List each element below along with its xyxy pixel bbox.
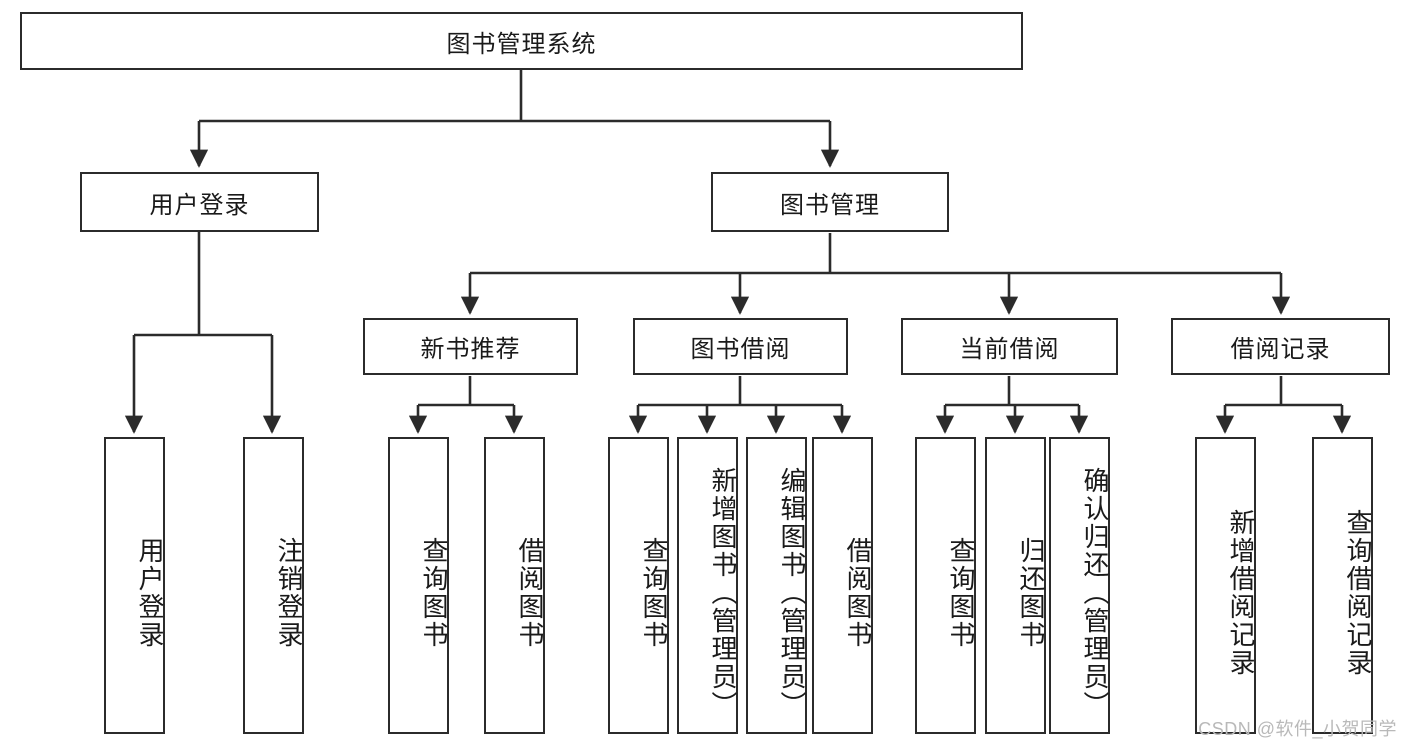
leaf-book-borrow-borrow[interactable]: 借阅图书 (812, 437, 873, 734)
node-label: 当前借阅 (959, 336, 1060, 363)
leaf-borrow-record-query[interactable]: 查询借阅记录 (1312, 437, 1373, 734)
node-book-management[interactable]: 图书管理 (711, 172, 949, 232)
node-book-borrow[interactable]: 图书借阅 (633, 318, 848, 375)
node-label: 借阅图书 (843, 536, 873, 649)
node-root-system[interactable]: 图书管理系统 (20, 12, 1023, 70)
node-label: 图书管理 (780, 191, 880, 219)
node-label: 新增图书（管理员） (708, 466, 738, 719)
csdn-watermark: CSDN @软件_小贺同学 (1198, 719, 1397, 739)
leaf-current-borrow-query[interactable]: 查询图书 (915, 437, 976, 734)
node-label: 新书推荐 (420, 336, 521, 363)
node-user-login[interactable]: 用户登录 (80, 172, 319, 232)
node-label: 编辑图书（管理员） (777, 466, 807, 719)
node-label: 注销登录 (274, 536, 304, 649)
leaf-borrow-record-add[interactable]: 新增借阅记录 (1195, 437, 1256, 734)
node-label: 查询图书 (419, 536, 449, 649)
leaf-current-borrow-confirm-return[interactable]: 确认归还（管理员） (1049, 437, 1110, 734)
node-label: 借阅图书 (515, 536, 545, 649)
node-borrow-record[interactable]: 借阅记录 (1171, 318, 1390, 375)
node-label: 新增借阅记录 (1226, 508, 1256, 677)
leaf-book-borrow-add[interactable]: 新增图书（管理员） (677, 437, 738, 734)
leaf-user-login-signin[interactable]: 用户登录 (104, 437, 165, 734)
node-label: 用户登录 (149, 191, 250, 219)
node-label: 图书借阅 (690, 336, 791, 363)
node-label: 借阅记录 (1230, 336, 1331, 363)
node-label: 图书管理系统 (446, 30, 597, 58)
leaf-book-borrow-edit[interactable]: 编辑图书（管理员） (746, 437, 807, 734)
leaf-new-book-query[interactable]: 查询图书 (388, 437, 449, 734)
node-label: 用户登录 (135, 536, 165, 649)
node-label: 查询图书 (946, 536, 976, 649)
node-label: 查询图书 (639, 536, 669, 649)
leaf-new-book-borrow[interactable]: 借阅图书 (484, 437, 545, 734)
node-label: 归还图书 (1016, 536, 1046, 649)
node-current-borrow[interactable]: 当前借阅 (901, 318, 1118, 375)
leaf-book-borrow-query[interactable]: 查询图书 (608, 437, 669, 734)
node-new-book-recommend[interactable]: 新书推荐 (363, 318, 578, 375)
leaf-user-login-signout[interactable]: 注销登录 (243, 437, 304, 734)
node-label: 确认归还（管理员） (1080, 466, 1110, 719)
node-label: 查询借阅记录 (1343, 508, 1373, 677)
leaf-current-borrow-return[interactable]: 归还图书 (985, 437, 1046, 734)
